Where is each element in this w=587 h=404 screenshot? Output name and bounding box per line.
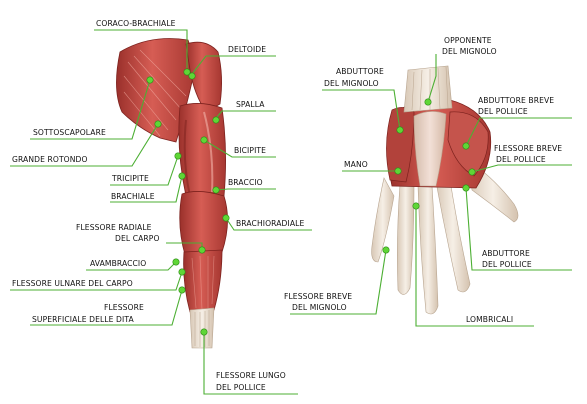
finger-little: [371, 177, 395, 263]
deltoid-muscle: [185, 41, 222, 113]
label-grande-rotondo: GRANDE ROTONDO: [12, 155, 88, 164]
label-flessore-radiale-1: FLESSORE RADIALE: [76, 223, 152, 232]
finger-middle: [417, 185, 439, 315]
label-flessore-lungo-2: DEL POLLICE: [216, 383, 266, 392]
label-flessore-breve-mignolo-1: FLESSORE BREVE: [284, 292, 352, 301]
label-tricipite: TRICIPITE: [111, 174, 149, 183]
label-abduttore-breve-1: ABDUTTORE BREVE: [478, 96, 554, 105]
label-abduttore-mignolo-1: ABDUTTORE: [336, 67, 384, 76]
label-flessore-lungo-1: FLESSORE LUNGO: [216, 371, 286, 380]
label-brachioradiale: BRACHIORADIALE: [236, 219, 304, 228]
arm-illustration: [116, 38, 228, 349]
forearm-fibers: [191, 255, 215, 311]
scapula-muscle: [116, 38, 197, 143]
label-coraco-brachiale: CORACO-BRACHIALE: [96, 19, 176, 28]
label-deltoide: DELTOIDE: [228, 45, 266, 54]
label-abduttore-mignolo-2: DEL MIGNOLO: [324, 79, 379, 88]
label-flessore-breve-mignolo-2: DEL MIGNOLO: [292, 303, 347, 312]
hand-leader-lines: [290, 54, 572, 327]
label-flessore-breve-pollice-2: DEL POLLICE: [496, 155, 546, 164]
finger-index: [435, 179, 471, 293]
label-braccio: BRACCIO: [228, 178, 263, 187]
hand-wrist-tendons: [403, 65, 453, 113]
wrist-tendon-lines: [194, 310, 210, 347]
label-abduttore-pollice-1: ABDUTTORE: [482, 249, 530, 258]
label-bicipite: BICIPITE: [234, 146, 266, 155]
label-opponente-1: OPPONENTE: [444, 36, 492, 45]
label-lombricali: LOMBRICALI: [466, 315, 513, 324]
arm-leader-lines: [10, 29, 312, 395]
label-mano: MANO: [344, 160, 368, 169]
hand-labels: ABDUTTORE DEL MIGNOLO OPPONENTE DEL MIGN…: [284, 36, 562, 324]
wrist-tendons: [189, 307, 215, 349]
label-flessore-superficiale-2: SUPERFICIALE DELLE DITA: [32, 315, 134, 324]
elbow-muscles: [179, 191, 228, 259]
label-flessore-radiale-2: DEL CARPO: [115, 234, 160, 243]
scapula-fibers: [123, 49, 187, 137]
finger-ring: [397, 183, 415, 295]
triceps-shadow: [183, 119, 191, 197]
label-flessore-superficiale-1: FLESSORE: [104, 303, 144, 312]
hand-illustration: [371, 65, 519, 315]
label-brachiale: BRACHIALE: [111, 192, 155, 201]
label-abduttore-pollice-2: DEL POLLICE: [482, 260, 532, 269]
label-abduttore-breve-2: DEL POLLICE: [478, 107, 528, 116]
label-avambraccio: AVAMBRACCIO: [90, 259, 146, 268]
palmar-aponeurosis: [413, 111, 447, 187]
label-sottoscapolare: SOTTOSCAPOLARE: [33, 128, 106, 137]
hand-wrist-lines: [411, 66, 449, 111]
arm-labels: CORACO-BRACHIALE DELTOIDE SPALLA SOTTOSC…: [12, 19, 304, 392]
label-flessore-ulnare: FLESSORE ULNARE DEL CARPO: [12, 279, 133, 288]
forearm-muscles: [183, 249, 223, 313]
label-flessore-breve-pollice-1: FLESSORE BREVE: [494, 144, 562, 153]
label-spalla: SPALLA: [236, 100, 265, 109]
biceps-highlight: [203, 111, 214, 193]
marker-dots: [146, 68, 476, 336]
label-opponente-2: DEL MIGNOLO: [442, 47, 497, 56]
